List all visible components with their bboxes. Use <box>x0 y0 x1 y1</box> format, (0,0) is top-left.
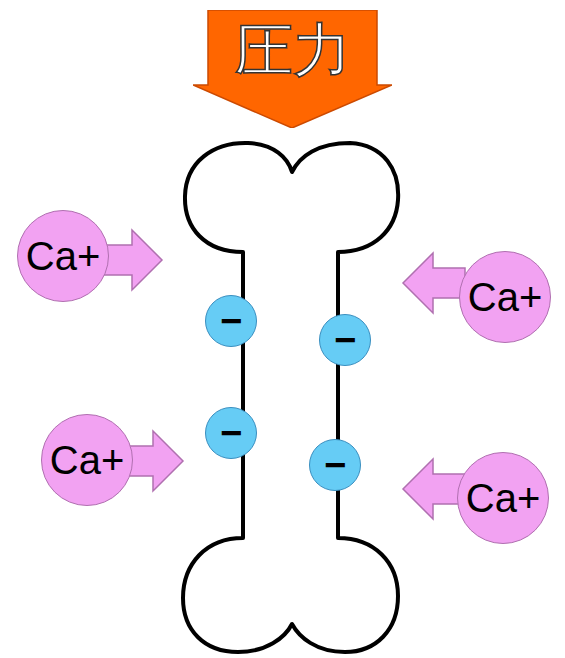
calcium-ion: Ca+ <box>459 251 551 343</box>
ion-label: Ca+ <box>466 478 541 518</box>
calcium-ion: Ca+ <box>41 414 133 506</box>
ion-arrow <box>125 431 183 491</box>
ion-label: Ca+ <box>468 277 543 317</box>
charge-sign: − <box>220 302 242 340</box>
calcium-ion: Ca+ <box>457 452 549 544</box>
bone-outline <box>183 143 398 652</box>
charge-sign: − <box>324 446 346 484</box>
pressure-arrow: 圧力 <box>193 10 392 128</box>
ion-arrows <box>100 230 465 519</box>
negative-charge: − <box>319 314 371 366</box>
ion-label: Ca+ <box>26 236 101 276</box>
charge-sign: − <box>334 321 356 359</box>
ion-arrow <box>403 253 465 313</box>
calcium-ion: Ca+ <box>17 210 109 302</box>
ion-arrow <box>403 459 465 519</box>
negative-charge: − <box>205 295 257 347</box>
negative-charge: − <box>309 439 361 491</box>
negative-charge: − <box>205 407 257 459</box>
ion-arrow <box>100 230 162 290</box>
ion-label: Ca+ <box>50 440 125 480</box>
charge-sign: − <box>220 414 242 452</box>
pressure-label: 圧力 <box>235 21 351 79</box>
